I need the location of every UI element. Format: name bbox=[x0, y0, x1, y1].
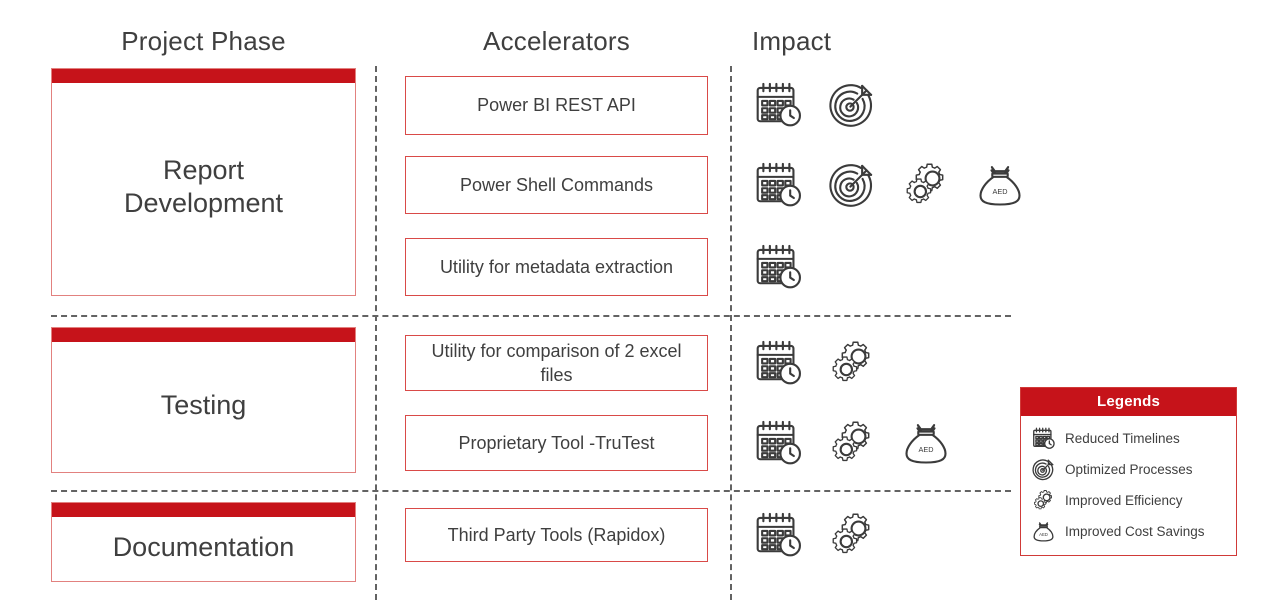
calendar-clock-icon bbox=[1031, 426, 1056, 451]
calendar-clock-icon bbox=[752, 79, 804, 131]
phase-card-testing[interactable]: Testing bbox=[51, 327, 356, 473]
calendar-clock-icon bbox=[752, 159, 804, 211]
calendar-clock-icon bbox=[752, 509, 804, 561]
accelerator-box-power-bi-rest-api[interactable]: Power BI REST API bbox=[405, 76, 708, 135]
accelerator-label: Proprietary Tool -TruTest bbox=[458, 432, 655, 453]
accelerator-box-third-party-tools-rapidox[interactable]: Third Party Tools (Rapidox) bbox=[405, 508, 708, 562]
calendar-clock-icon bbox=[752, 241, 804, 293]
legend-item-optimized-processes: Optimized Processes bbox=[1031, 454, 1236, 485]
horizontal-divider-row2-row3 bbox=[51, 490, 1011, 492]
phase-label: Report Development bbox=[124, 144, 283, 220]
legend-item-improved-cost-savings: AED Improved Cost Savings bbox=[1031, 516, 1236, 547]
money-bag-icon: AED bbox=[974, 159, 1026, 211]
legend-item-improved-efficiency: Improved Efficiency bbox=[1031, 485, 1236, 516]
money-bag-currency-text: AED bbox=[918, 445, 933, 454]
phase-card-documentation[interactable]: Documentation bbox=[51, 502, 356, 582]
vertical-divider-accelerators-impact bbox=[730, 66, 732, 600]
impact-group-third-party-tools-rapidox bbox=[752, 509, 878, 561]
calendar-clock-icon bbox=[752, 417, 804, 469]
phase-label: Documentation bbox=[113, 521, 295, 564]
impact-group-utility-metadata-extraction bbox=[752, 241, 804, 293]
money-bag-icon: AED bbox=[900, 417, 952, 469]
target-arrow-icon bbox=[826, 159, 878, 211]
phase-label-line1: Testing bbox=[160, 389, 247, 420]
gears-icon bbox=[900, 159, 952, 211]
accelerator-box-utility-comparison-excel[interactable]: Utility for comparison of 2 excel files bbox=[405, 335, 708, 391]
gears-icon bbox=[826, 337, 878, 389]
legend-item-label: Reduced Timelines bbox=[1065, 431, 1180, 446]
gears-icon bbox=[1031, 488, 1056, 513]
phase-label: Testing bbox=[161, 379, 247, 422]
legend-item-label: Improved Cost Savings bbox=[1065, 524, 1205, 539]
impact-group-utility-comparison-excel bbox=[752, 337, 878, 389]
calendar-clock-icon bbox=[752, 337, 804, 389]
legend-item-label: Improved Efficiency bbox=[1065, 493, 1183, 508]
gears-icon bbox=[826, 417, 878, 469]
legend-title: Legends bbox=[1021, 388, 1236, 416]
target-arrow-icon bbox=[826, 79, 878, 131]
column-header-project-phase: Project Phase bbox=[121, 26, 286, 56]
accelerator-label: Power Shell Commands bbox=[459, 174, 654, 195]
horizontal-divider-row1-row2 bbox=[51, 315, 1011, 317]
legend-item-label: Optimized Processes bbox=[1065, 462, 1193, 477]
accelerator-label: Third Party Tools (Rapidox) bbox=[447, 524, 666, 545]
target-arrow-icon bbox=[1031, 457, 1056, 482]
phase-label-line1: Report bbox=[162, 155, 245, 186]
column-header-accelerators: Accelerators bbox=[483, 26, 630, 56]
money-bag-icon: AED bbox=[1031, 519, 1056, 544]
impact-group-proprietary-tool-trutest: AED bbox=[752, 417, 952, 469]
accelerator-label: Utility for metadata extraction bbox=[439, 256, 674, 277]
vertical-divider-phase-accelerators bbox=[375, 66, 377, 600]
legend-panel: Legends Reduced Timelines bbox=[1020, 387, 1237, 556]
impact-group-power-shell-commands: AED bbox=[752, 159, 1026, 211]
legend-items-list: Reduced Timelines Optimized Processes bbox=[1021, 416, 1236, 555]
accelerator-box-power-shell-commands[interactable]: Power Shell Commands bbox=[405, 156, 708, 214]
phase-card-report-development[interactable]: Report Development bbox=[51, 68, 356, 296]
money-bag-currency-text: AED bbox=[992, 187, 1007, 196]
impact-group-power-bi-rest-api bbox=[752, 79, 878, 131]
phase-label-line1: Documentation bbox=[112, 531, 295, 562]
column-header-impact: Impact bbox=[752, 26, 832, 56]
money-bag-currency-text: AED bbox=[1039, 532, 1048, 537]
accelerator-label: Power BI REST API bbox=[477, 95, 636, 116]
accelerator-box-utility-metadata-extraction[interactable]: Utility for metadata extraction bbox=[405, 238, 708, 296]
legend-item-reduced-timelines: Reduced Timelines bbox=[1031, 423, 1236, 454]
gears-icon bbox=[826, 509, 878, 561]
accelerator-label: Utility for comparison of 2 excel files bbox=[431, 340, 682, 385]
phase-label-line2: Development bbox=[123, 188, 284, 218]
accelerator-box-proprietary-tool-trutest[interactable]: Proprietary Tool -TruTest bbox=[405, 415, 708, 471]
